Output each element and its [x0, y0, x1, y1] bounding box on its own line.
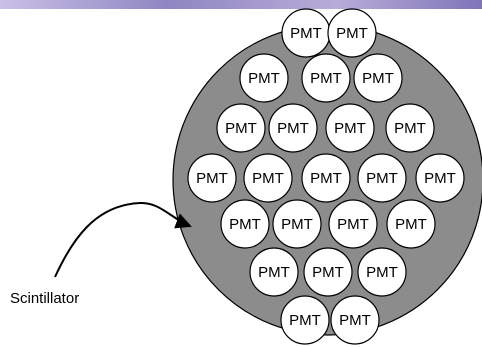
pmt-tube-circle	[328, 199, 378, 249]
pmt-tube-label: PMT	[310, 70, 342, 87]
pmt-tube-label: PMT	[362, 70, 394, 87]
pmt-tube: PMT	[385, 103, 435, 153]
header-banner	[0, 0, 482, 9]
pmt-tube: PMT	[281, 8, 331, 58]
pmt-tube: PMT	[301, 53, 351, 103]
pmt-tube-label: PMT	[366, 170, 398, 187]
pmt-tube-circle	[415, 153, 465, 203]
pmt-tube-label: PMT	[336, 25, 368, 42]
pmt-tube-circle	[357, 247, 407, 297]
pmt-tube-label: PMT	[196, 170, 228, 187]
pmt-tube-circle	[303, 247, 353, 297]
pmt-tube-circle	[301, 53, 351, 103]
pmt-tube-circle	[272, 199, 322, 249]
pmt-tube: PMT	[325, 103, 375, 153]
pmt-tube: PMT	[249, 247, 299, 297]
pmt-tube-circle	[239, 53, 289, 103]
pmt-tube: PMT	[303, 247, 353, 297]
pmt-tube-circle	[325, 103, 375, 153]
pmt-tube-label: PMT	[312, 264, 344, 281]
pmt-tube-label: PMT	[277, 120, 309, 137]
pmt-tube-label: PMT	[252, 170, 284, 187]
pmt-tube: PMT	[330, 295, 380, 345]
pmt-tube-circle	[268, 103, 318, 153]
pmt-tube-circle	[216, 103, 266, 153]
pmt-tube-label: PMT	[281, 216, 313, 233]
pointer-arrow	[54, 201, 192, 278]
pmt-tube: PMT	[357, 153, 407, 203]
pmt-tube-circle	[357, 153, 407, 203]
pmt-tube-label: PMT	[334, 120, 366, 137]
pmt-tube: PMT	[280, 295, 330, 345]
pmt-tube-circle	[220, 199, 270, 249]
pmt-tube-label: PMT	[337, 216, 369, 233]
pmt-tube: PMT	[301, 153, 351, 203]
pmt-tubes: PMT PMT PMT PMT PMT PMT PMT PMT PMT PMT PMT PMT PMT P…	[187, 8, 465, 345]
pmt-tube-circle	[243, 153, 293, 203]
pmt-tube-label: PMT	[225, 120, 257, 137]
pmt-tube-label: PMT	[258, 264, 290, 281]
pmt-tube-circle	[249, 247, 299, 297]
pmt-tube-label: PMT	[229, 216, 261, 233]
pmt-tube-label: PMT	[395, 216, 427, 233]
pmt-tube-label: PMT	[339, 312, 371, 329]
pmt-tube: PMT	[268, 103, 318, 153]
pmt-tube-circle	[187, 153, 237, 203]
pmt-tube-circle	[327, 8, 377, 58]
pmt-tube: PMT	[243, 153, 293, 203]
pmt-tube-label: PMT	[289, 312, 321, 329]
pmt-tube-label: PMT	[366, 264, 398, 281]
pmt-tube-label: PMT	[248, 70, 280, 87]
pmt-tube: PMT	[328, 199, 378, 249]
pmt-tube: PMT	[272, 199, 322, 249]
pmt-tube-circle	[385, 103, 435, 153]
pmt-tube: PMT	[386, 199, 436, 249]
pmt-tube: PMT	[239, 53, 289, 103]
pmt-tube-circle	[280, 295, 330, 345]
pmt-tube: PMT	[357, 247, 407, 297]
pmt-tube-circle	[386, 199, 436, 249]
pmt-tube-circle	[301, 153, 351, 203]
pmt-tube-label: PMT	[310, 170, 342, 187]
pmt-tube-label: PMT	[424, 170, 456, 187]
pmt-tube: PMT	[353, 53, 403, 103]
pmt-tube: PMT	[415, 153, 465, 203]
pmt-tube-label: PMT	[290, 25, 322, 42]
pmt-tube: PMT	[327, 8, 377, 58]
pmt-tube: PMT	[216, 103, 266, 153]
pmt-tube-circle	[330, 295, 380, 345]
pmt-tube-circle	[353, 53, 403, 103]
scintillator-label: Scintillator	[10, 290, 79, 307]
pmt-tube-label: PMT	[394, 120, 426, 137]
pmt-tube: PMT	[220, 199, 270, 249]
pmt-tube: PMT	[187, 153, 237, 203]
